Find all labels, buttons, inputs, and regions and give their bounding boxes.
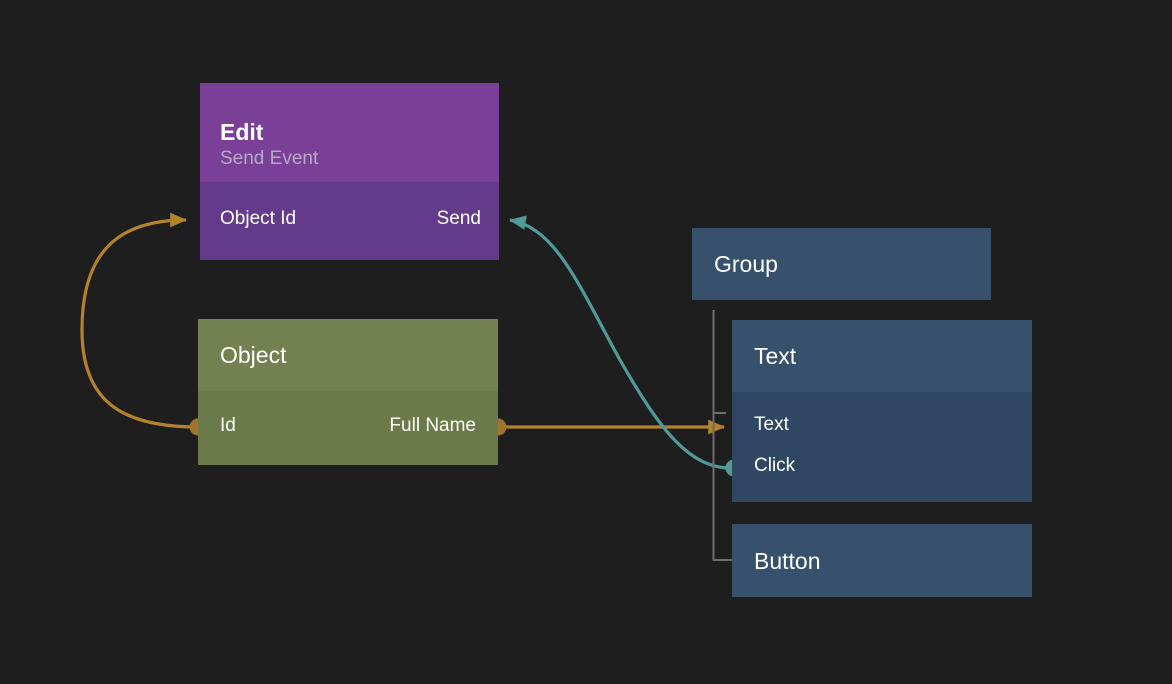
node-object[interactable]: Object Id Full Name [198, 319, 498, 465]
node-edit[interactable]: Edit Send Event Object Id Send [200, 83, 499, 260]
edge-object-id-to-edit [80, 212, 207, 436]
port-label-full-name[interactable]: Full Name [389, 415, 476, 436]
node-text[interactable]: Text Text Click [732, 320, 1032, 502]
port-label-id[interactable]: Id [220, 415, 236, 436]
node-edit-body: Object Id Send [200, 182, 499, 260]
node-group[interactable]: Group [692, 228, 991, 300]
edge-fullname-to-text [489, 418, 725, 436]
port-label-text[interactable]: Text [754, 414, 789, 435]
node-edit-subtitle: Send Event [220, 148, 319, 169]
node-button[interactable]: Button [732, 524, 1032, 597]
node-button-title: Button [754, 547, 821, 574]
port-label-object-id[interactable]: Object Id [220, 208, 297, 229]
node-object-port-row: Id Full Name [198, 413, 498, 439]
node-text-header[interactable]: Text [732, 320, 1032, 392]
node-edit-title: Edit [220, 119, 264, 145]
node-group-title: Group [714, 251, 778, 277]
port-label-click[interactable]: Click [754, 455, 796, 476]
node-object-body: Id Full Name [198, 391, 498, 465]
node-text-body: Text Click [732, 392, 1032, 502]
node-text-title: Text [754, 343, 797, 369]
node-object-header[interactable]: Object [198, 319, 498, 391]
node-object-title: Object [220, 342, 287, 368]
node-button-header[interactable]: Button [732, 524, 1032, 597]
node-text-port-row-click: Click [732, 453, 1032, 479]
node-edit-port-row: Object Id Send [200, 206, 499, 232]
port-label-send[interactable]: Send [436, 208, 481, 229]
group-children-connector [712, 310, 732, 561]
node-group-header[interactable]: Group [692, 228, 991, 300]
node-edit-header[interactable]: Edit Send Event [200, 83, 499, 182]
node-text-port-row-text: Text [732, 412, 1032, 438]
